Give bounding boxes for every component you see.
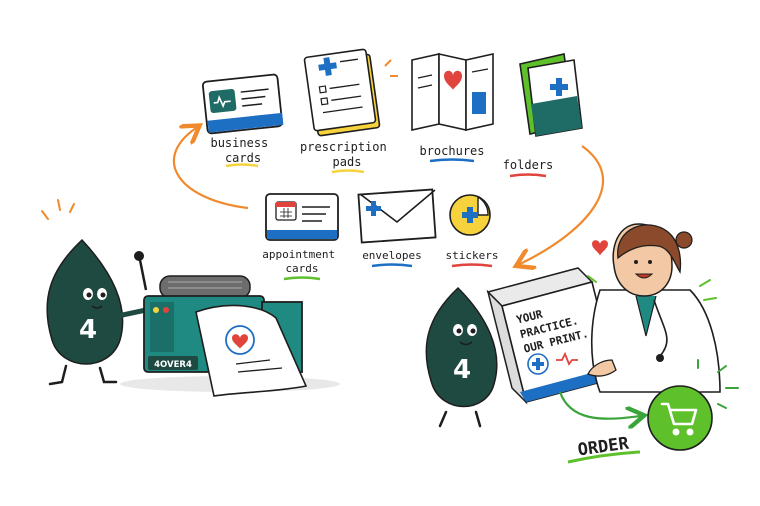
label-prescription: prescription	[300, 140, 387, 154]
printing-press: 4OVER4	[120, 251, 340, 397]
medical-cross-icon	[462, 207, 478, 223]
appointment-cards-item: appointment cards	[262, 193, 341, 281]
medical-cross-icon	[366, 201, 381, 216]
flow-arrow-right	[520, 145, 604, 264]
shopping-cart-icon	[660, 402, 698, 436]
label-business: business	[210, 136, 268, 150]
brochures-item: brochures	[411, 53, 494, 163]
doctor	[587, 223, 721, 393]
label-pads: pads	[333, 155, 362, 169]
label-envelopes: envelopes	[362, 249, 422, 262]
mascot-left: 4	[41, 199, 149, 386]
svg-text:appointment cards: appointment cards	[262, 248, 341, 275]
envelopes-item: envelopes	[357, 188, 437, 268]
medical-cross-icon	[532, 358, 544, 370]
svg-text:business cards: business cards	[210, 136, 275, 165]
label-brochures: brochures	[419, 144, 484, 158]
mascot-right: 4	[425, 286, 498, 428]
label-appointment: appointment	[262, 248, 335, 261]
printer-brand: 4OVER4	[154, 360, 192, 370]
medical-cross-icon	[318, 57, 337, 76]
label-folders: folders	[503, 158, 554, 172]
heart-pulse-icon	[208, 88, 269, 114]
label-appt-cards: cards	[285, 262, 318, 275]
mascot-number-right: 4	[453, 355, 471, 385]
order-arrow	[558, 391, 640, 419]
label-cards: cards	[225, 151, 261, 165]
label-stickers: stickers	[446, 249, 499, 262]
pulse-icon	[556, 351, 578, 366]
box-line-1: YOUR	[515, 307, 544, 326]
stickers-item: stickers	[446, 194, 499, 268]
heart-icon	[232, 334, 248, 349]
heart-icon	[444, 70, 462, 90]
mascot-number: 4	[79, 315, 97, 345]
folders-item: folders	[503, 53, 583, 178]
medical-cross-icon	[550, 78, 568, 96]
prescription-pads-item: prescription pads	[300, 48, 398, 174]
cart-button[interactable]	[647, 385, 713, 451]
heart-icon	[592, 240, 608, 256]
svg-text:prescription pads: prescription pads	[300, 140, 394, 169]
flow-arrow-left	[172, 128, 249, 210]
business-cards-item: business cards	[201, 73, 284, 168]
